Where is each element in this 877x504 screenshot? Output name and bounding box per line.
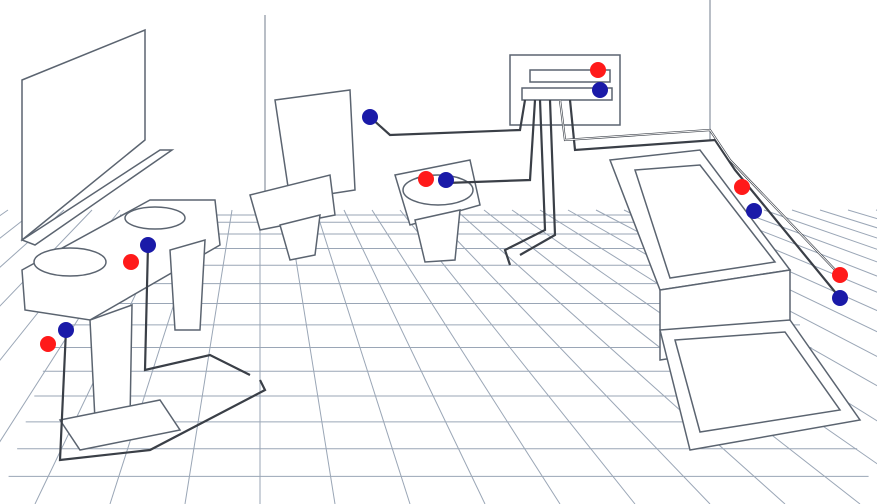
cold-water-connection-icon: [58, 322, 74, 338]
floor-grid-line: [427, 209, 711, 504]
sink-pedestal: [89, 303, 133, 421]
floor-grid-line: [0, 209, 9, 217]
bidet: [394, 159, 481, 263]
water-pipes: [58, 99, 841, 462]
floor-grid-line: [735, 209, 877, 263]
hot-water-connection-icon: [123, 254, 139, 270]
floor-grid-line: [0, 209, 37, 239]
manifold: [509, 54, 621, 126]
floor-grid-line: [847, 209, 877, 220]
hot-water-connection-icon: [418, 171, 434, 187]
mirror: [21, 28, 146, 242]
hot-water-connection-icon: [832, 267, 848, 283]
cold-water-connection-icon: [592, 82, 608, 98]
floor-grid-line: [0, 209, 65, 268]
hot-water-connection-icon: [734, 179, 750, 195]
floor-grid-line: [455, 209, 786, 504]
floor-grid-line: [184, 209, 233, 504]
bathtub: [608, 149, 792, 361]
hot-water-connection-icon: [40, 336, 56, 352]
floor-grid-line: [343, 209, 486, 504]
hot-water-connection-icon: [590, 62, 606, 78]
cold-water-connection-icon: [832, 290, 848, 306]
shower-tray: [659, 319, 862, 451]
double-sink: [21, 199, 221, 451]
floor-grid-line: [707, 209, 877, 277]
cold-water-connection-icon: [140, 237, 156, 253]
cold-water-connection-icon: [438, 172, 454, 188]
cold-water-connection-icon: [746, 203, 762, 219]
floor-grid-line: [679, 209, 877, 293]
floor-grid-line: [819, 209, 877, 229]
floor-grid-line: [315, 209, 411, 504]
floor-grid-line: [371, 209, 561, 504]
toilet: [249, 89, 356, 261]
cold-water-connection-icon: [362, 109, 378, 125]
mirror-shelf: [20, 149, 175, 246]
